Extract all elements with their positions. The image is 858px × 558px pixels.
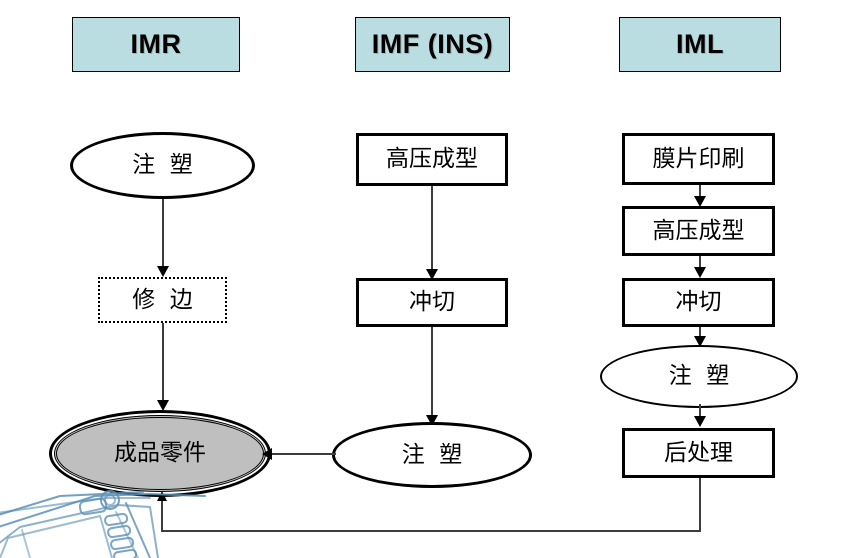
node-imf-high-pressure-forming-label: 高压成型 <box>386 146 478 172</box>
arrowhead-imf-cutting-to-injection <box>426 415 438 426</box>
node-imf-injection: 注 塑 <box>332 422 532 488</box>
connector-iml-injection-to-post <box>699 404 701 420</box>
arrowhead-imr-trimming-to-finished <box>157 400 169 411</box>
arrowhead-iml-cutting-to-injection <box>694 336 706 347</box>
arrowhead-iml-printing-to-forming <box>694 196 706 207</box>
connector-iml-post-down <box>699 478 701 532</box>
connector-iml-printing-to-forming <box>699 185 701 199</box>
node-imr-injection-label: 注 塑 <box>132 152 193 178</box>
connector-imf-forming-to-cutting <box>431 186 433 274</box>
connector-iml-forming-to-cutting <box>699 256 701 270</box>
connector-imf-cutting-to-injection <box>431 327 433 423</box>
node-iml-high-pressure-forming: 高压成型 <box>622 206 775 256</box>
connector-imr-trimming-to-finished <box>162 323 164 405</box>
node-imf-die-cutting-label: 冲切 <box>409 289 455 315</box>
column-header-imf: IMF (INS) <box>355 17 510 72</box>
column-header-iml-label: IML <box>676 29 724 59</box>
node-iml-film-printing: 膜片印刷 <box>622 133 775 185</box>
node-iml-film-printing-label: 膜片印刷 <box>652 145 745 172</box>
connector-imf-injection-to-finished <box>268 453 336 455</box>
column-header-imf-label: IMF (INS) <box>371 29 494 59</box>
node-imf-injection-label: 注 塑 <box>401 441 463 468</box>
connector-imr-injection-to-trimming <box>162 199 164 271</box>
node-iml-die-cutting-label: 冲切 <box>675 289 722 315</box>
arrowhead-bottom-to-finished <box>157 491 167 501</box>
column-header-iml: IML <box>619 17 781 72</box>
arrowhead-imf-forming-to-cutting <box>426 269 438 280</box>
node-finished-part: 成品零件 <box>54 415 266 492</box>
node-iml-injection: 注 塑 <box>600 345 798 408</box>
node-imf-die-cutting: 冲切 <box>356 278 508 327</box>
node-iml-injection-label: 注 塑 <box>668 363 730 389</box>
node-imr-trimming: 修 边 <box>98 277 227 323</box>
node-iml-post-processing-label: 后处理 <box>664 439 733 466</box>
node-iml-high-pressure-forming-label: 高压成型 <box>652 217 745 244</box>
arrowhead-iml-forming-to-cutting <box>694 267 706 278</box>
node-imr-injection: 注 塑 <box>70 132 255 199</box>
connector-bottom-horizontal <box>161 530 701 532</box>
node-imr-trimming-label: 修 边 <box>132 286 193 313</box>
node-iml-die-cutting: 冲切 <box>622 278 775 327</box>
connector-bottom-up-to-finished <box>161 500 163 532</box>
column-header-imr: IMR <box>72 17 240 72</box>
node-finished-part-label: 成品零件 <box>114 440 206 466</box>
connector-iml-cutting-to-injection <box>699 327 701 341</box>
arrowhead-imr-injection-to-trimming <box>157 266 169 277</box>
node-iml-post-processing: 后处理 <box>622 428 775 478</box>
arrowhead-imf-injection-to-finished <box>262 448 272 460</box>
arrowhead-iml-injection-to-post <box>694 416 706 427</box>
node-imf-high-pressure-forming: 高压成型 <box>356 133 508 186</box>
column-header-imr-label: IMR <box>130 29 182 59</box>
